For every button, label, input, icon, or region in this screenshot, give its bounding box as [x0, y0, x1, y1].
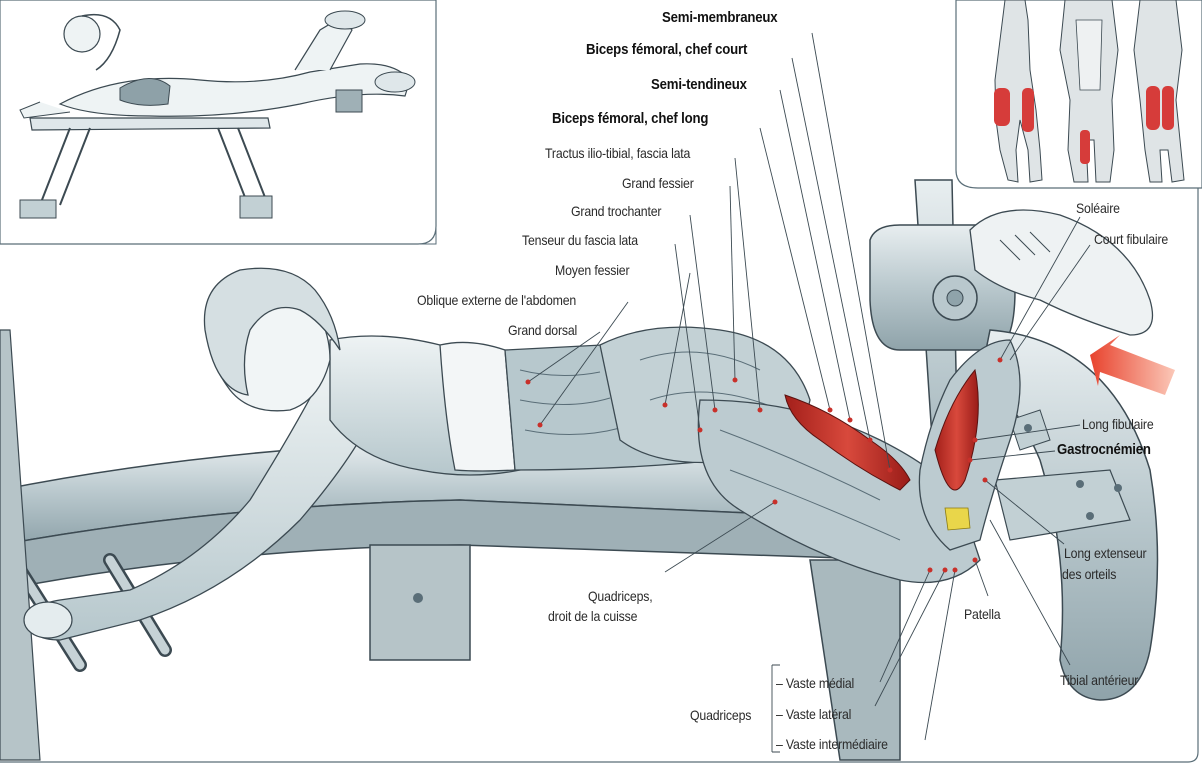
label-vaste-lateral: – Vaste latéral — [776, 706, 851, 722]
label-tractus: Tractus ilio-tibial, fascia lata — [545, 145, 690, 161]
label-tenseur: Tenseur du fascia lata — [522, 232, 638, 248]
label-patella: Patella — [964, 606, 1000, 622]
label-biceps-chef-long: Biceps fémoral, chef long — [552, 111, 708, 127]
label-court-fibulaire: Court fibulaire — [1094, 231, 1168, 247]
label-soleaire: Soléaire — [1076, 200, 1120, 216]
inset-exercise-box — [0, 0, 436, 244]
inset-muscle-map — [956, 0, 1202, 188]
label-tibial-anterieur: Tibial antérieur — [1060, 672, 1138, 688]
label-semi-tendineux: Semi-tendineux — [651, 77, 747, 93]
label-grand-trochanter: Grand trochanter — [571, 203, 661, 219]
label-vaste-medial: – Vaste médial — [776, 675, 854, 691]
label-long-extenseur-1: Long extenseur — [1064, 545, 1146, 561]
label-grand-fessier: Grand fessier — [622, 175, 694, 191]
label-grand-dorsal: Grand dorsal — [508, 322, 577, 338]
label-gastrocnemien: Gastrocnémien — [1057, 442, 1151, 458]
label-long-fibulaire: Long fibulaire — [1082, 416, 1154, 432]
label-long-extenseur-2: des orteils — [1062, 566, 1116, 582]
label-moyen-fessier: Moyen fessier — [555, 262, 629, 278]
label-quadriceps-droit-2: droit de la cuisse — [548, 608, 637, 624]
label-biceps-chef-court: Biceps fémoral, chef court — [586, 42, 747, 58]
label-oblique: Oblique externe de l'abdomen — [417, 292, 576, 308]
label-vaste-intermediaire: – Vaste intermédiaire — [776, 736, 888, 752]
label-semi-membraneux: Semi-membraneux — [662, 10, 777, 26]
label-quadriceps-droit-1: Quadriceps, — [588, 588, 653, 604]
label-quadriceps-group: Quadriceps — [690, 707, 751, 723]
